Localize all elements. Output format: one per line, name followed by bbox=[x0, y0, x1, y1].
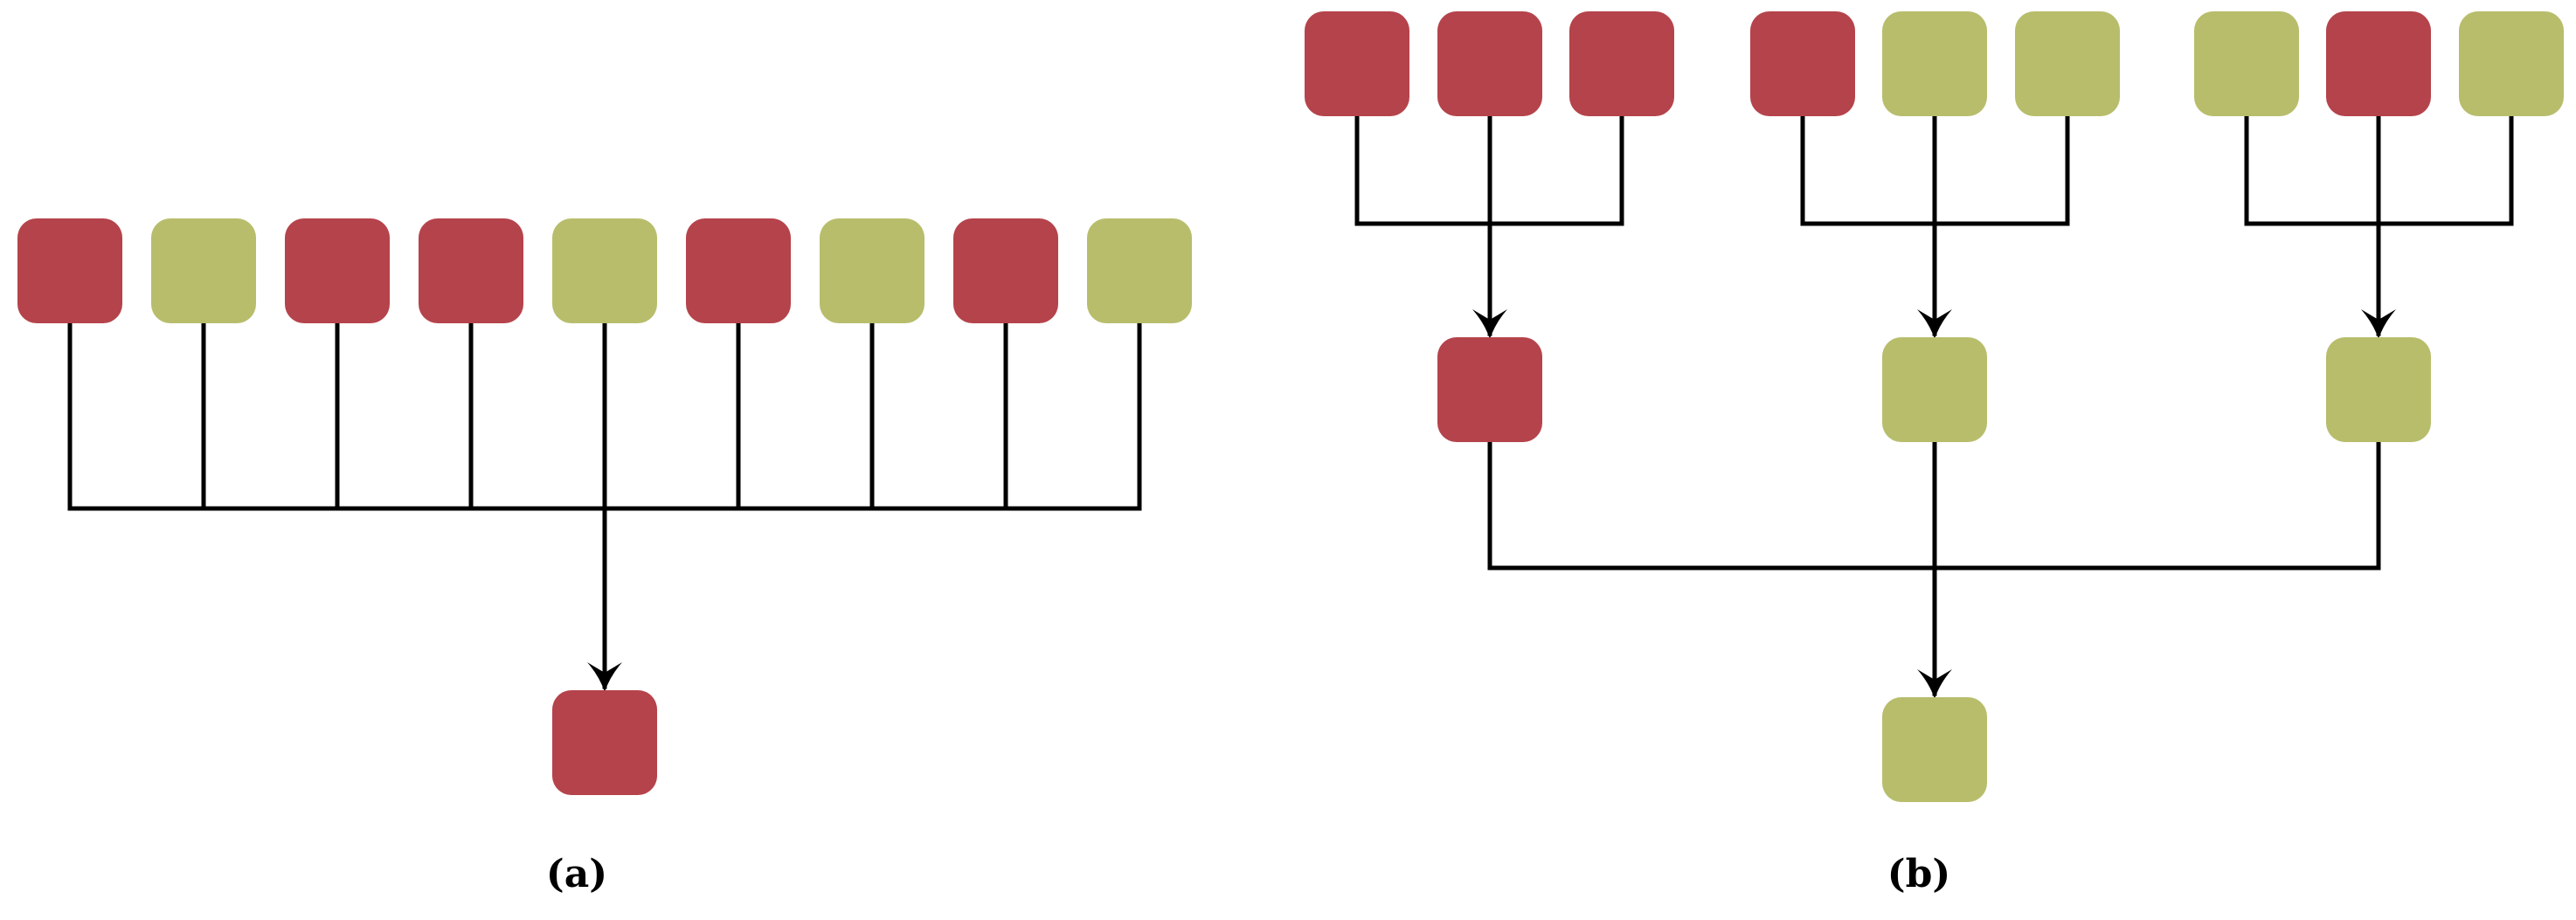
input-box-green bbox=[1087, 218, 1192, 323]
group-input-box-green bbox=[2194, 11, 2299, 116]
input-box-red bbox=[953, 218, 1058, 323]
input-box-green bbox=[820, 218, 924, 323]
group-output-box-green bbox=[2326, 337, 2431, 442]
arrow-head bbox=[1917, 669, 1952, 699]
input-box-red bbox=[285, 218, 390, 323]
group-input-box-green bbox=[2015, 11, 2120, 116]
group-output-box-green bbox=[1882, 337, 1987, 442]
final-output-box-green bbox=[1882, 697, 1987, 802]
panel-a bbox=[17, 218, 1192, 795]
arrow-head bbox=[2361, 309, 2396, 339]
group-input-box-red bbox=[1569, 11, 1674, 116]
arrow-head bbox=[1472, 309, 1507, 339]
caption-a: (a) bbox=[545, 852, 608, 896]
group-input-box-green bbox=[1882, 11, 1987, 116]
panel-b bbox=[1305, 11, 2564, 802]
group-output-box-red bbox=[1437, 337, 1542, 442]
caption-b: (b) bbox=[1887, 852, 1951, 896]
input-box-green bbox=[552, 218, 657, 323]
arrow-head bbox=[1917, 309, 1952, 339]
group-input-box-red bbox=[2326, 11, 2431, 116]
group-input-box-green bbox=[2459, 11, 2564, 116]
input-box-red bbox=[17, 218, 122, 323]
output-box-red bbox=[552, 690, 657, 795]
group-input-box-red bbox=[1750, 11, 1855, 116]
group-input-box-red bbox=[1305, 11, 1409, 116]
arrow-head bbox=[587, 662, 622, 692]
group-input-box-red bbox=[1437, 11, 1542, 116]
input-box-red bbox=[686, 218, 791, 323]
input-box-green bbox=[151, 218, 256, 323]
input-box-red bbox=[419, 218, 523, 323]
